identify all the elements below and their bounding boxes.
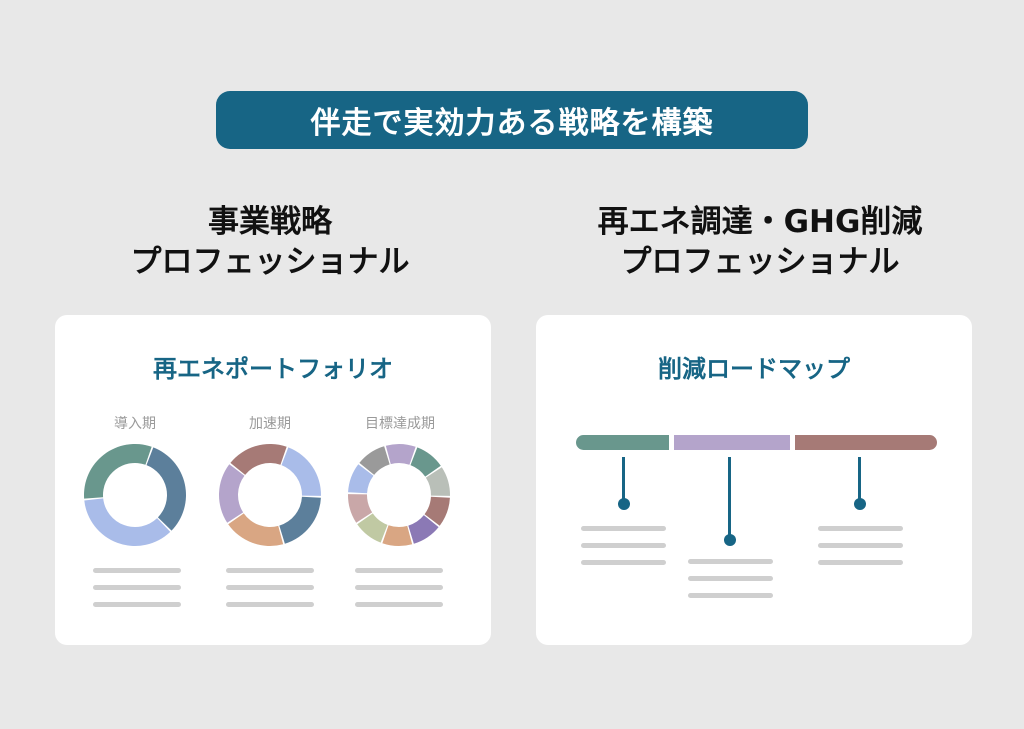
donut-segment: [357, 513, 388, 543]
donut-segment: [424, 496, 450, 526]
donut-chart-acceleration: [219, 444, 321, 546]
placeholder-line: [581, 543, 666, 548]
placeholder-line: [688, 576, 773, 581]
donut-segment: [84, 498, 171, 546]
donut-chart-intro: [84, 444, 186, 546]
placeholder-line: [93, 585, 181, 590]
portfolio-card: 再エネポートフォリオ 導入期 加速期 目標達成期: [55, 315, 491, 645]
roadmap-marker-2-dot: [724, 534, 736, 546]
roadmap-marker-1-dot: [618, 498, 630, 510]
donut-segment: [219, 464, 245, 523]
right-heading-line2: プロフェッショナル: [620, 244, 900, 280]
placeholder-line: [226, 602, 314, 607]
placeholder-line: [355, 568, 443, 573]
roadmap-marker-2-stem: [728, 457, 731, 540]
donut-segment: [410, 447, 441, 477]
placeholder-line: [226, 585, 314, 590]
roadmap-marker-1-stem: [622, 457, 625, 503]
donut-segment: [84, 444, 152, 499]
roadmap-phase-2-bar: [674, 435, 790, 450]
donut-segment: [281, 447, 321, 496]
donut-segment: [408, 515, 439, 544]
roadmap-marker-3-stem: [858, 457, 861, 503]
placeholder-line: [818, 526, 903, 531]
donut-segment: [382, 525, 413, 546]
donut-segment: [385, 444, 416, 465]
placeholder-line: [226, 568, 314, 573]
placeholder-line: [93, 602, 181, 607]
donut-segment: [348, 464, 374, 494]
donut-label-intro: 導入期: [114, 416, 156, 432]
placeholder-line: [355, 585, 443, 590]
donut-segment: [279, 496, 321, 544]
left-heading-line2: プロフェッショナル: [130, 244, 410, 280]
roadmap-phase-3-bar: [795, 435, 937, 450]
right-heading-line1: 再エネ調達・GHG削減: [597, 204, 923, 240]
placeholder-line: [93, 568, 181, 573]
right-column-heading: 再エネ調達・GHG削減 プロフェッショナル: [580, 202, 940, 282]
placeholder-line: [355, 602, 443, 607]
placeholder-line: [688, 559, 773, 564]
placeholder-line: [581, 560, 666, 565]
donut-segment: [230, 444, 287, 475]
donut-chart-target: [348, 444, 450, 546]
page-banner: 伴走で実効力ある戦略を構築: [216, 91, 808, 149]
placeholder-line: [818, 543, 903, 548]
donut-segment: [228, 513, 284, 546]
donut-segment: [348, 494, 373, 523]
placeholder-line: [818, 560, 903, 565]
donut-label-target: 目標達成期: [365, 416, 435, 432]
donut-segment: [146, 447, 186, 531]
donut-segment: [359, 446, 390, 475]
left-column-heading: 事業戦略 プロフェッショナル: [110, 202, 430, 282]
placeholder-line: [688, 593, 773, 598]
roadmap-card-title: 削減ロードマップ: [658, 355, 850, 383]
donut-label-acceleration: 加速期: [249, 416, 291, 432]
placeholder-line: [581, 526, 666, 531]
roadmap-marker-3-dot: [854, 498, 866, 510]
roadmap-phase-1-bar: [576, 435, 669, 450]
donut-segment: [425, 467, 450, 496]
roadmap-card: 削減ロードマップ: [536, 315, 972, 645]
portfolio-card-title: 再エネポートフォリオ: [153, 355, 393, 383]
left-heading-line1: 事業戦略: [208, 204, 332, 240]
